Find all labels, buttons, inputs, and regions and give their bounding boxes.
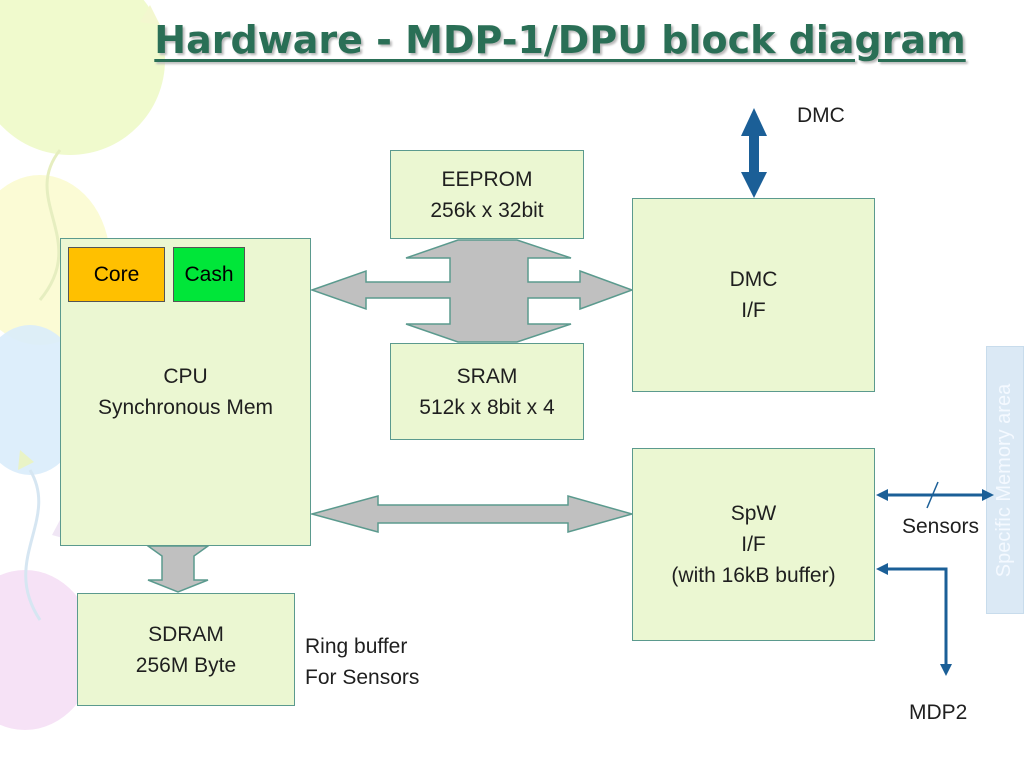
sdram-block: SDRAM 256M Byte [77, 593, 295, 706]
core-chip: Core [68, 247, 165, 302]
sdram-bus-arrow [145, 545, 211, 593]
balloon-pink [0, 570, 95, 730]
core-label: Core [93, 262, 140, 286]
eeprom-block: EEPROM 256k x 32bit [390, 150, 584, 239]
cash-label: Cash [184, 263, 234, 286]
dmc-if-subtitle: I/F [741, 299, 766, 322]
sensors-link-arrow [876, 481, 994, 509]
sensors-label: Sensors [902, 515, 980, 538]
dmc-external-arrow [741, 108, 767, 198]
memory-bus-arrow [309, 239, 635, 343]
balloon-string-1 [38, 149, 62, 301]
mdp2-link-arrow [876, 563, 952, 676]
ring-buffer-label-line2: For Sensors [305, 666, 420, 689]
side-tab: Specific Memory area [986, 346, 1024, 614]
sdram-spec: 256M Byte [135, 653, 237, 677]
eeprom-spec: 256k x 32bit [430, 198, 544, 222]
cash-chip: Cash [173, 247, 245, 302]
ring-buffer-label-line1: Ring buffer [305, 635, 408, 658]
balloon-green-top [0, 0, 165, 155]
spw-if-subtitle: I/F [741, 533, 766, 556]
eeprom-title: EEPROM [441, 167, 533, 191]
spw-if-title: SpW [730, 502, 777, 525]
mdp2-label: MDP2 [909, 701, 968, 724]
sdram-title: SDRAM [148, 622, 224, 646]
dmc-if-title: DMC [729, 268, 778, 291]
sram-block: SRAM 512k x 8bit x 4 [390, 343, 584, 440]
spw-if-buffer: (with 16kB buffer) [671, 564, 836, 587]
cpu-title: CPU [163, 365, 208, 388]
sram-spec: 512k x 8bit x 4 [419, 395, 555, 419]
balloon-string-2 [24, 469, 42, 621]
sram-title: SRAM [456, 364, 518, 388]
dmc-if-block: DMC I/F [632, 198, 875, 392]
slide-title: Hardware - MDP-1/DPU block diagram [154, 18, 966, 62]
cpu-subtitle: Synchronous Mem [97, 396, 274, 419]
spw-bus-arrow [309, 495, 635, 533]
dmc-external-label: DMC [797, 104, 845, 127]
confetti-2 [18, 450, 34, 470]
spw-if-block: SpW I/F (with 16kB buffer) [632, 448, 875, 641]
confetti-1 [140, 5, 160, 25]
